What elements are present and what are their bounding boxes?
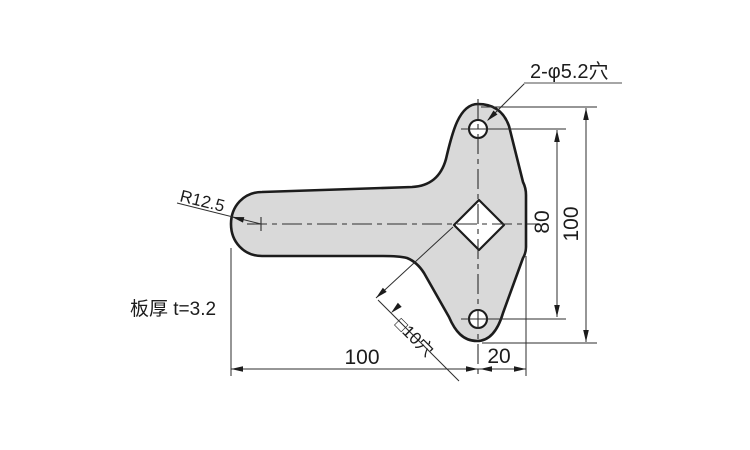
arrow-bottom-left bbox=[231, 366, 243, 372]
arrow-bottom-mid-left bbox=[480, 366, 492, 372]
label-thickness: 板厚 t=3.2 bbox=[130, 298, 216, 320]
dim-text-20: 20 bbox=[487, 345, 510, 368]
arrow-bottom-mid-right bbox=[466, 366, 478, 372]
leader-radius-line bbox=[176, 202, 262, 225]
dim-text-100-bottom: 100 bbox=[344, 346, 379, 369]
label-square-hole: □10穴 bbox=[391, 314, 437, 360]
label-holes: 2-φ5.2穴 bbox=[530, 60, 609, 83]
arrow-80-bottom bbox=[554, 305, 560, 317]
part-outline bbox=[229, 102, 528, 343]
arrow-100r-bottom bbox=[583, 330, 589, 342]
arrow-squarehole-2 bbox=[391, 302, 402, 313]
squarehole-text-line bbox=[377, 299, 460, 382]
arrow-leader-radius bbox=[232, 217, 245, 223]
arrow-squarehole-1 bbox=[376, 287, 387, 298]
squarehole-ext-line bbox=[375, 226, 454, 299]
arrow-bottom-right bbox=[514, 366, 526, 372]
arrow-80-top bbox=[554, 130, 560, 142]
arrow-100r-top bbox=[583, 108, 589, 120]
label-radius: R12.5 bbox=[178, 186, 227, 215]
dim-text-80: 80 bbox=[531, 210, 554, 233]
dim-text-100-right: 100 bbox=[560, 206, 583, 241]
arrowheads bbox=[231, 108, 589, 372]
square-hole bbox=[452, 198, 506, 252]
arrow-leader-holes bbox=[487, 110, 498, 121]
